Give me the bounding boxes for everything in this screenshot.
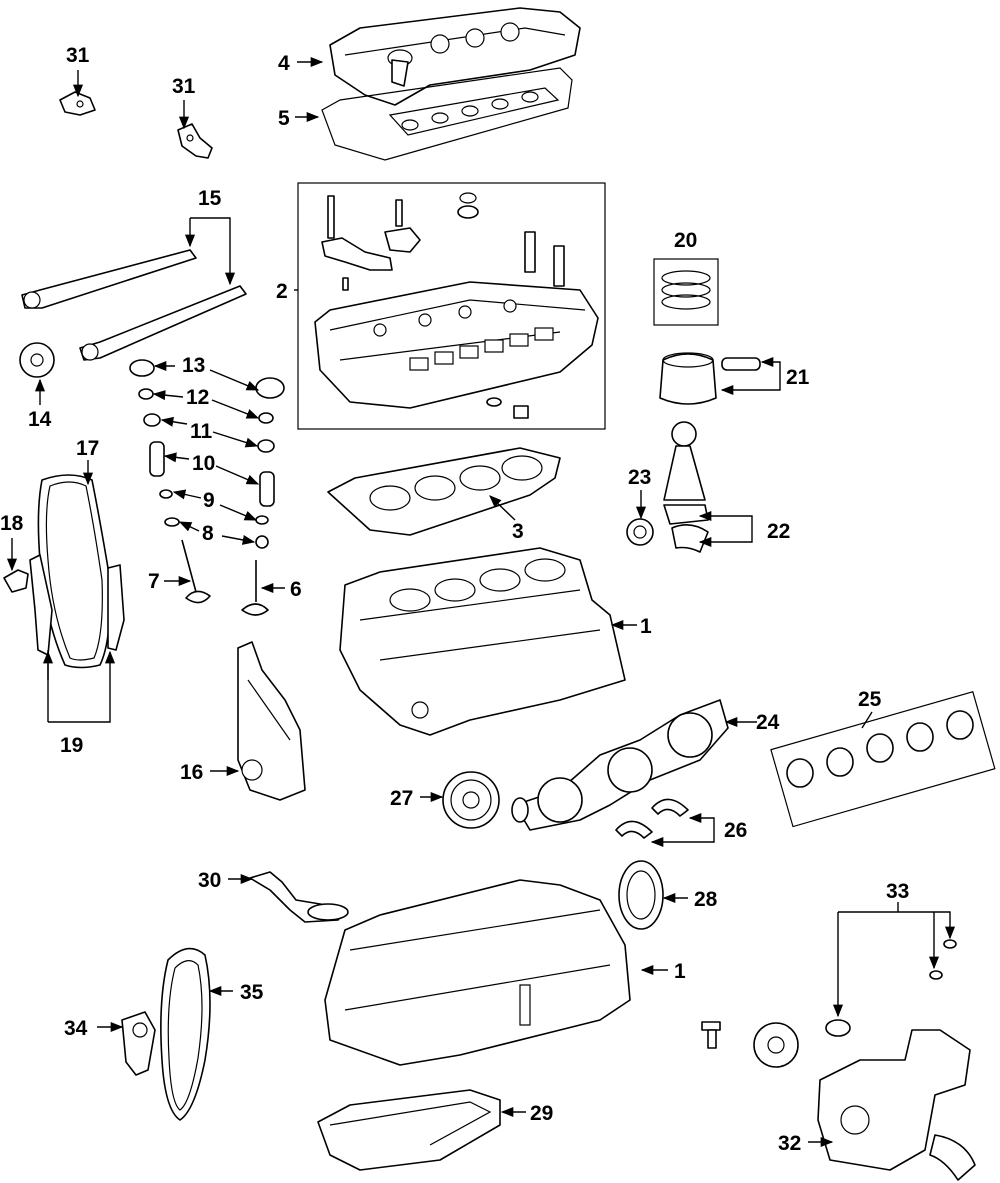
valve-train-components	[129, 359, 285, 616]
connecting-rod-bearing	[626, 518, 654, 546]
callout-17: 17	[76, 437, 99, 460]
oil-pump-plugs	[825, 939, 957, 1037]
callout-31-left: 31	[66, 44, 90, 67]
rear-main-seal	[618, 860, 664, 930]
callout-11: 11	[190, 420, 213, 443]
callout-16: 16	[180, 761, 203, 784]
callout-34: 34	[64, 1017, 88, 1040]
oil-pickup-tube	[249, 871, 349, 923]
callout-19: 19	[60, 734, 83, 757]
callout-3: 3	[512, 520, 524, 543]
camshaft-timing-gear	[19, 342, 55, 378]
callout-25: 25	[858, 688, 882, 711]
callout-labels: 4 5 31 31 2 15 14 13 12 11 10 9 8 7 6 17…	[0, 44, 909, 1155]
connecting-rod	[663, 421, 709, 553]
engine-block	[339, 547, 626, 736]
cylinder-head-kit-box	[297, 182, 606, 430]
callout-35: 35	[240, 981, 264, 1004]
oil-pump-drive-gear	[753, 1022, 799, 1068]
crankshaft	[511, 699, 729, 831]
callout-20: 20	[674, 229, 697, 252]
drive-belt	[160, 947, 211, 1121]
crankshaft-position-sensor	[177, 123, 213, 159]
callout-15: 15	[198, 187, 222, 210]
thrust-washers	[615, 798, 689, 839]
callout-22: 22	[767, 520, 790, 543]
callout-4: 4	[278, 52, 290, 75]
oil-pump-bolt	[701, 1021, 721, 1049]
cylinder-head	[314, 281, 599, 409]
oil-pan	[317, 1089, 501, 1171]
callout-21: 21	[786, 366, 810, 389]
callout-30: 30	[198, 869, 221, 892]
main-bearings	[786, 710, 974, 788]
callout-12: 12	[186, 386, 209, 409]
callout-33: 33	[886, 880, 909, 903]
callout-18: 18	[0, 512, 24, 535]
camshafts	[21, 249, 247, 361]
callout-7: 7	[148, 570, 160, 593]
callout-5: 5	[278, 107, 290, 130]
callout-31-right: 31	[172, 75, 196, 98]
callout-6: 6	[290, 578, 302, 601]
callout-26: 26	[724, 819, 747, 842]
piston-rings-box	[653, 258, 719, 326]
callout-9: 9	[203, 489, 215, 512]
valve-cover	[329, 7, 581, 106]
callout-27: 27	[390, 787, 413, 810]
callout-23: 23	[628, 466, 651, 489]
valve-cover-gasket	[321, 67, 573, 161]
callout-24: 24	[756, 711, 780, 734]
main-bearings-box	[770, 691, 996, 828]
oil-pump	[817, 1029, 976, 1181]
cylinder-head-gasket	[327, 447, 561, 536]
callout-10: 10	[192, 452, 215, 475]
camshaft-bearing-caps	[321, 192, 565, 291]
callout-8: 8	[202, 522, 214, 545]
callout-13: 13	[182, 354, 205, 377]
belt-tensioner	[121, 1011, 156, 1076]
piston	[659, 352, 761, 405]
callout-1-lower: 1	[674, 960, 686, 983]
callout-32: 32	[778, 1132, 801, 1155]
crankshaft-pulley	[442, 771, 500, 829]
callout-2: 2	[276, 280, 288, 303]
callout-29: 29	[530, 1102, 553, 1125]
callout-28: 28	[694, 888, 718, 911]
head-hardware	[486, 397, 529, 419]
piston-rings	[661, 270, 711, 310]
callout-14: 14	[28, 408, 52, 431]
callout-1-upper: 1	[640, 615, 652, 638]
lower-crankcase	[324, 879, 631, 1066]
callout-leaders	[6, 56, 956, 1148]
chain-tensioner-guides	[29, 554, 125, 656]
chain-tensioner	[3, 569, 29, 593]
timing-cover	[237, 641, 306, 801]
